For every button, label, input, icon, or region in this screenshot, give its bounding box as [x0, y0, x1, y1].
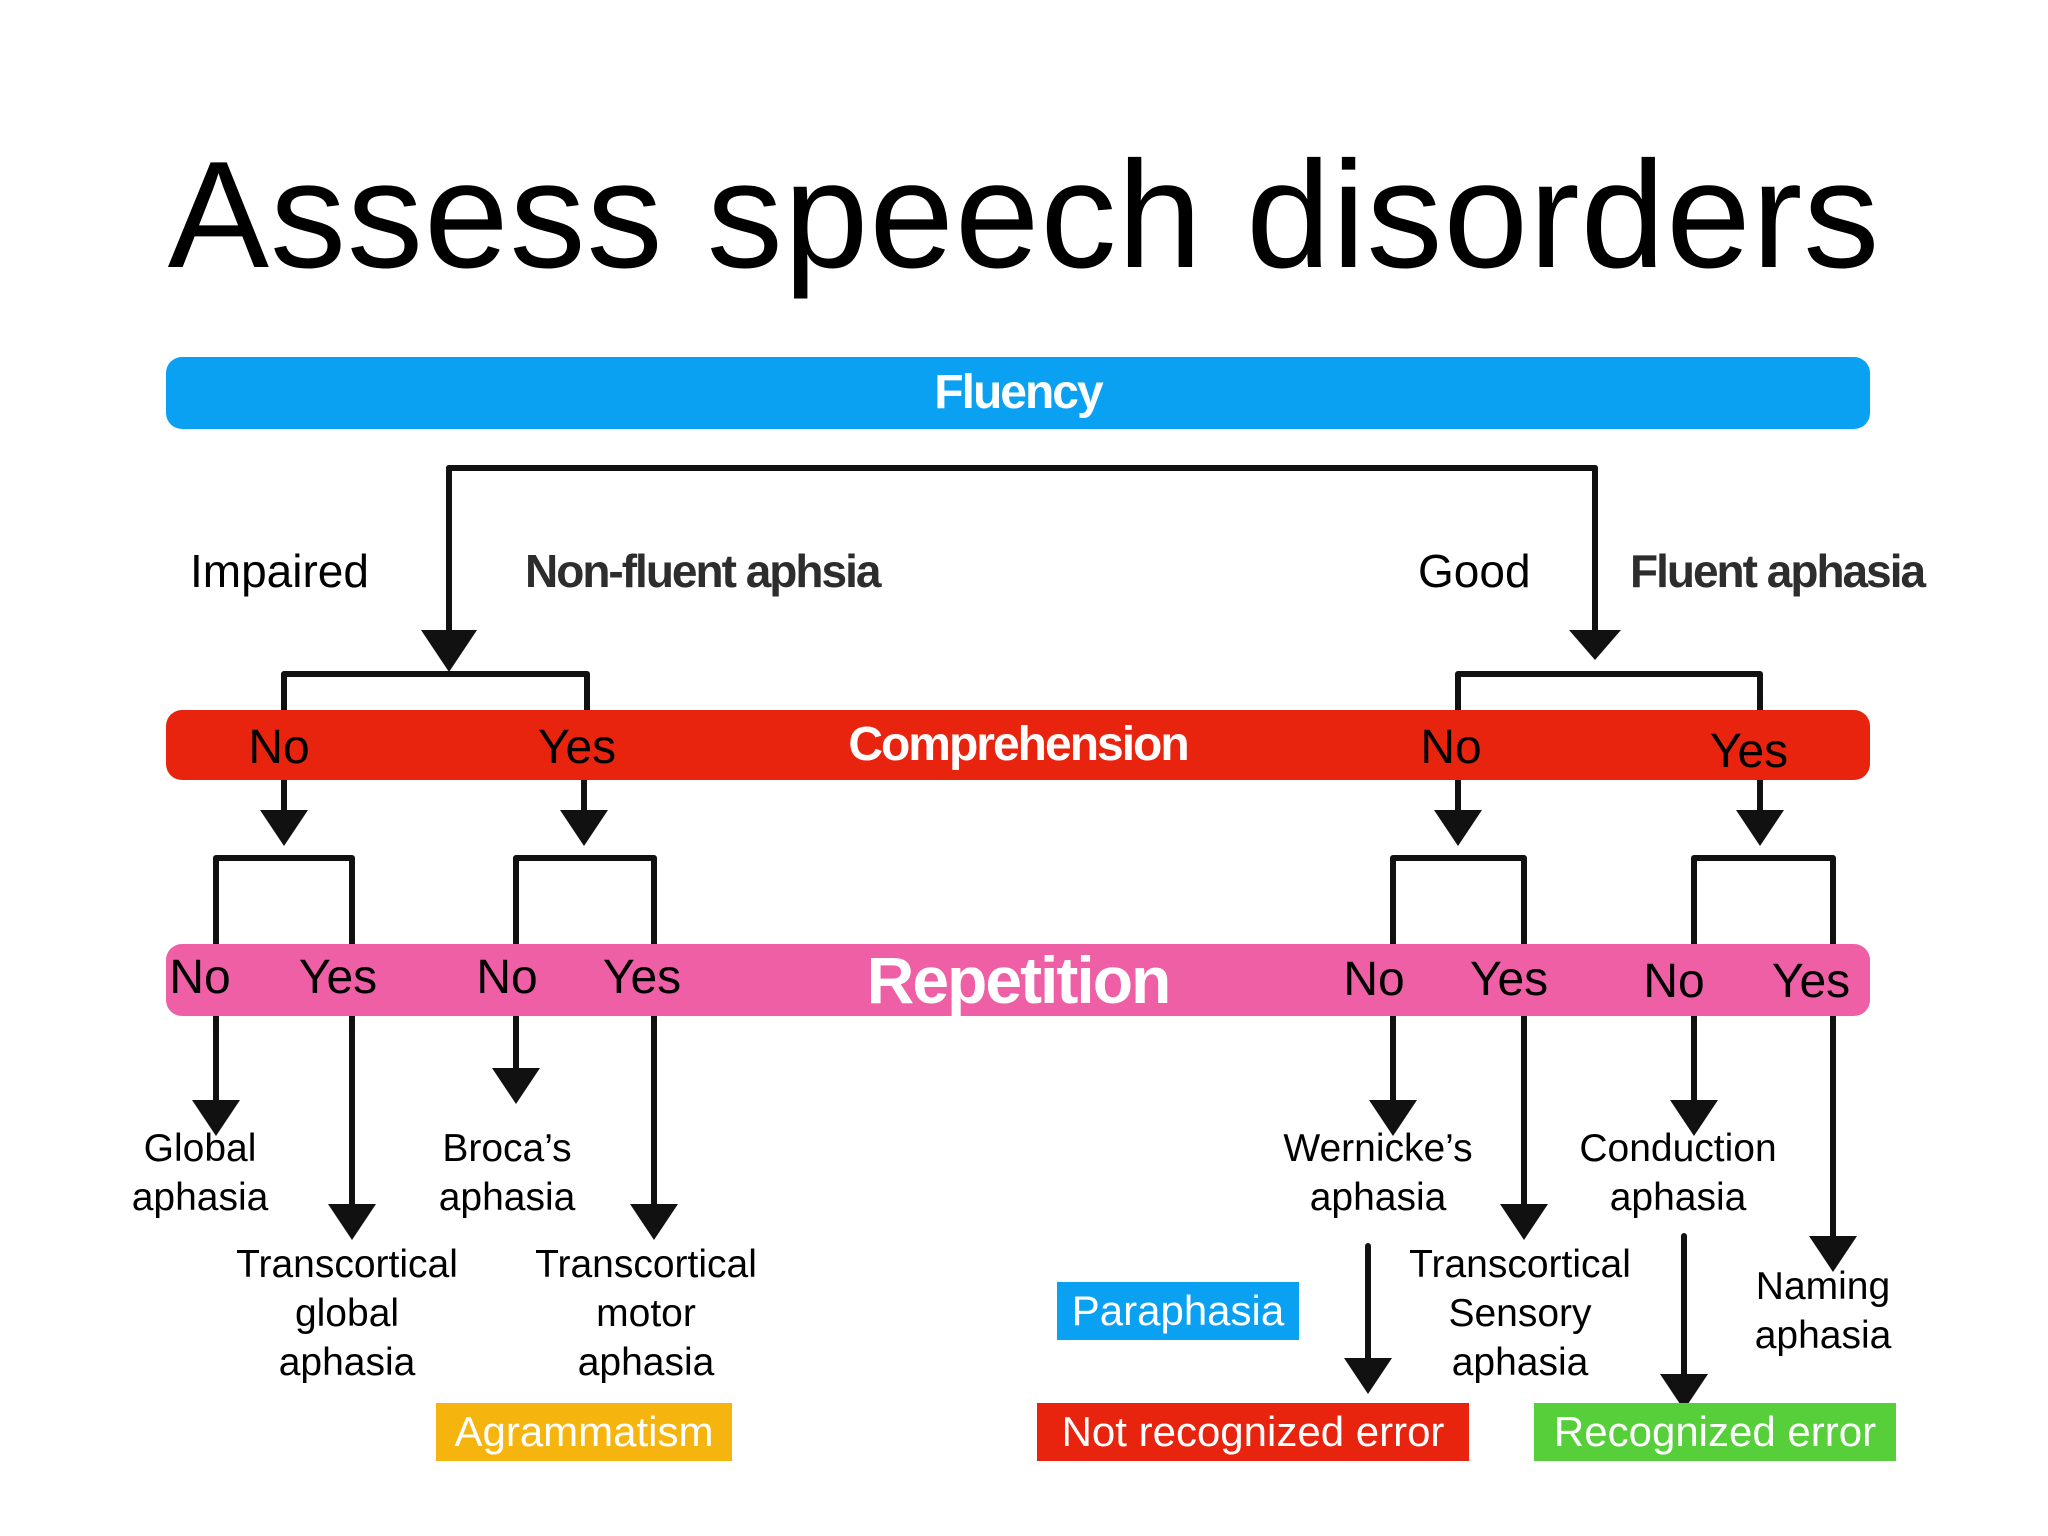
- rep-answer-yes: Yes: [1771, 955, 1851, 1008]
- comp-answer-yes: Yes: [537, 721, 617, 774]
- repetition-label: Repetition: [866, 943, 1172, 1017]
- rep-answer-no: No: [169, 951, 231, 1004]
- repetition-bar: Repetition: [166, 944, 1870, 1016]
- comprehension-bar: Comprehension: [166, 710, 1870, 780]
- fluent-label: Fluent aphasia: [1630, 545, 1926, 597]
- comprehension-label: Comprehension: [848, 718, 1189, 771]
- fluency-bar: Fluency: [166, 357, 1870, 429]
- rep-answer-no: No: [1643, 955, 1705, 1008]
- comp-answer-no: No: [248, 721, 310, 774]
- comp-answer-yes: Yes: [1709, 725, 1789, 778]
- non-fluent-label: Non-fluent aphsia: [525, 545, 881, 597]
- page-title: Assess speech disorders: [167, 130, 1881, 300]
- not-recognized-error-tag: Not recognized error: [1037, 1403, 1469, 1461]
- agrammatism-tag: Agrammatism: [436, 1403, 732, 1461]
- good-label: Good: [1418, 545, 1531, 597]
- rep-answer-no: No: [1343, 953, 1405, 1006]
- paraphasia-tag: Paraphasia: [1057, 1282, 1299, 1340]
- comp-answer-no: No: [1420, 721, 1482, 774]
- rep-answer-yes: Yes: [298, 951, 378, 1004]
- rep-answer-yes: Yes: [1469, 953, 1549, 1006]
- recognized-error-tag: Recognized error: [1534, 1403, 1896, 1461]
- impaired-label: Impaired: [190, 545, 369, 597]
- rep-answer-yes: Yes: [602, 951, 682, 1004]
- rep-answer-no: No: [476, 951, 538, 1004]
